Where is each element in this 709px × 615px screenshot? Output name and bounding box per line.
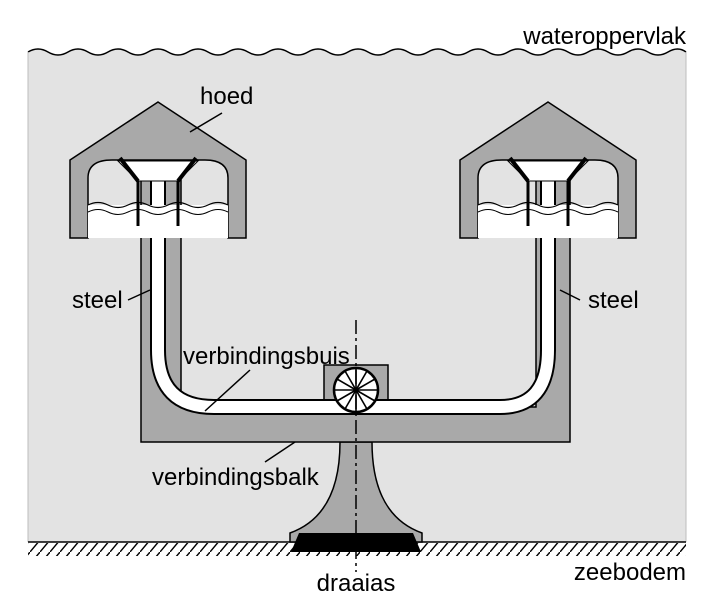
label-water-surface: wateroppervlak bbox=[522, 23, 687, 50]
leader-tube bbox=[204, 369, 251, 412]
hat-right bbox=[459, 101, 637, 239]
label-stem-right: steel bbox=[588, 287, 639, 314]
label-pivot-axis: draaias bbox=[317, 570, 396, 597]
leader-hat bbox=[189, 112, 223, 133]
label-seabed: zeebodem bbox=[574, 559, 686, 586]
label-connecting-beam: verbindingsbalk bbox=[152, 464, 320, 491]
leader-stem-right bbox=[559, 289, 581, 301]
pivot-base bbox=[291, 533, 421, 552]
water-surface-line bbox=[27, 48, 687, 56]
label-connecting-tube: verbindingsbuis bbox=[183, 343, 350, 370]
leader-beam bbox=[264, 441, 296, 463]
pedestal bbox=[289, 441, 423, 543]
hat-left bbox=[69, 101, 247, 239]
label-stem-left: steel bbox=[72, 287, 123, 314]
leader-stem-left bbox=[127, 289, 151, 301]
label-hat: hoed bbox=[200, 83, 253, 110]
